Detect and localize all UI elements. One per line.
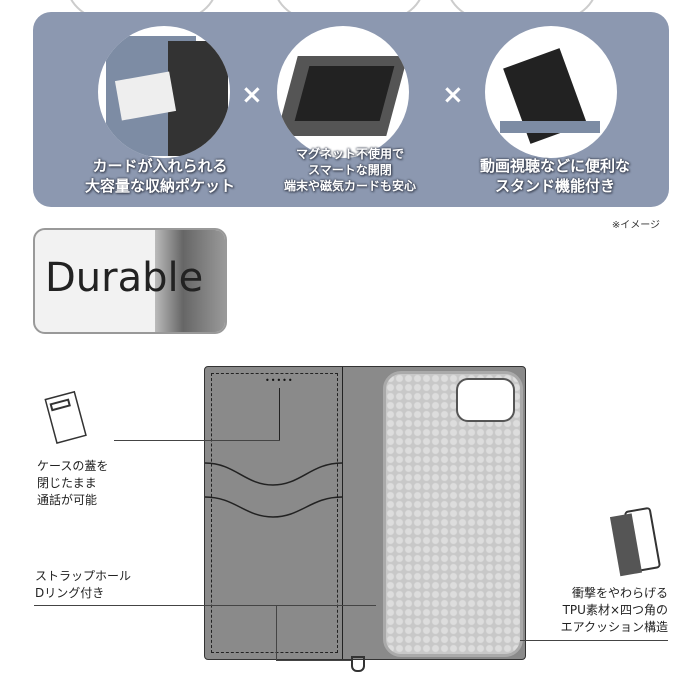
cross-icon: × <box>442 80 464 110</box>
durable-title: Durable <box>45 255 204 301</box>
card-slots <box>205 462 343 518</box>
cross-icon: × <box>241 80 263 110</box>
tpu-insert <box>383 371 523 657</box>
flap-stitching <box>211 373 338 653</box>
feature-label-3: 動画視聴などに便利なスタンド機能付き <box>479 157 630 195</box>
feature-label-2: マグネット不使用でスマートな開閉端末や磁気カードも安心 <box>283 147 416 193</box>
case-corner-icon <box>610 507 661 577</box>
phone-call-icon <box>44 390 87 444</box>
case-diagram: ••••• <box>204 366 526 660</box>
magnet-free-image <box>277 26 409 158</box>
durable-badge: Durable <box>33 228 227 334</box>
camera-hole <box>456 378 515 422</box>
image-note: ※イメージ <box>611 220 660 231</box>
stand-image <box>485 26 617 158</box>
call-annotation: ケースの蓋を閉じたまま通話が可能 <box>37 459 109 507</box>
speaker-holes: ••••• <box>265 376 294 385</box>
feature-label-1: カードが入れられる大容量な収納ポケット <box>84 157 235 195</box>
card-pocket-image <box>98 26 230 158</box>
d-ring-icon <box>351 656 365 672</box>
